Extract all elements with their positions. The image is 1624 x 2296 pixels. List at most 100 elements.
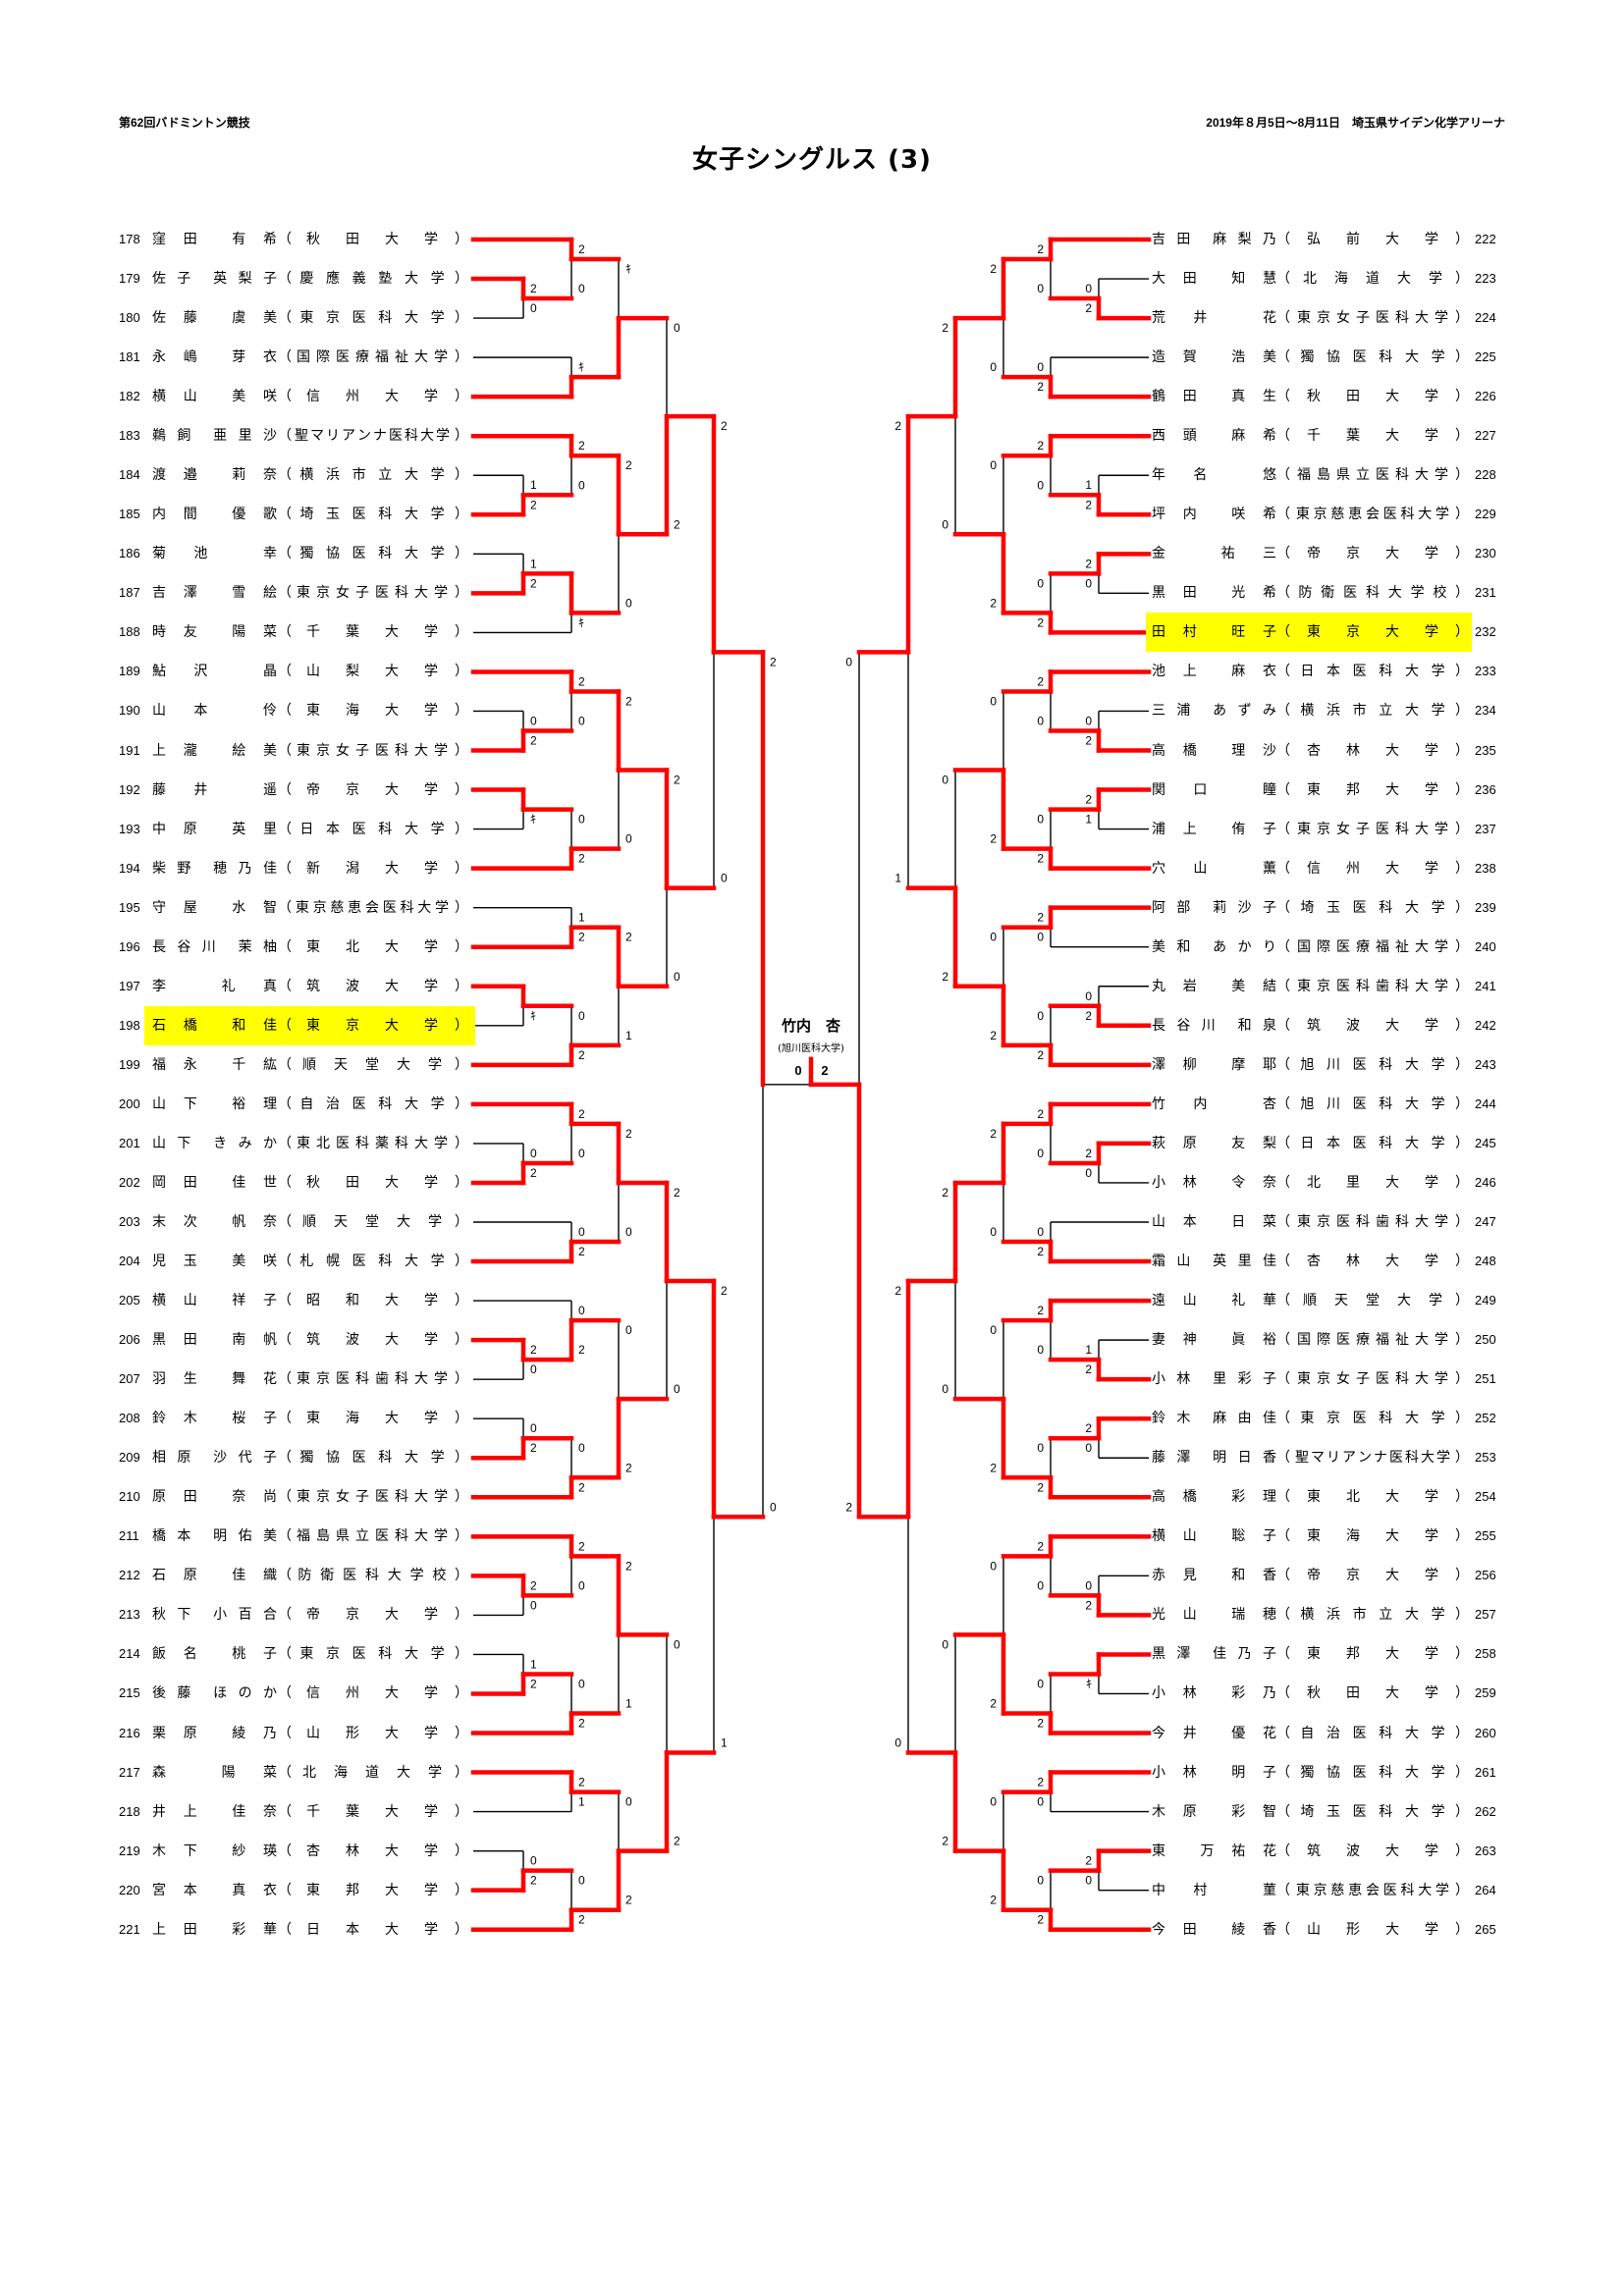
player-name: 鵜飼亜里沙 [152,426,277,446]
score-label: 2 [625,1559,632,1573]
name-char: 旺 [1231,624,1246,641]
paren-close: ） [455,507,468,523]
name-char: 乃 [238,860,252,877]
name-char: 陽 [232,624,246,641]
school-char: 学 [424,1725,438,1741]
school-char: 学 [424,1332,438,1349]
school-char: 大 [1385,1489,1399,1506]
paren-close: ） [1455,1411,1469,1427]
score-label: 0 [990,1323,997,1337]
name-char: 亜 [213,428,228,445]
school-char: 大 [1385,428,1399,445]
school-char: 科 [1379,664,1393,680]
score-label: 0 [578,715,585,728]
player-number: 246 [1475,1174,1496,1190]
score-label: 2 [530,1441,537,1455]
school-char: 山 [1307,1921,1321,1938]
school-char: 埼 [299,507,314,523]
name-char: 祐 [1220,546,1235,562]
name-char: 絵 [263,585,277,602]
player-number: 228 [1475,467,1496,483]
player-name: 光山瑞穂 [1152,1605,1276,1625]
score-label: 2 [1085,1854,1092,1868]
school-char: 堂 [365,1056,379,1073]
school-char: 川 [1326,1095,1340,1112]
score-label: 2 [1085,793,1092,807]
school-char: 科 [1395,1214,1409,1230]
school-char: 科 [378,1450,393,1467]
school-char: 塾 [378,271,393,288]
score-label: 1 [625,1697,632,1711]
school-char: 札 [299,1254,314,1270]
school-char: 医 [352,1254,366,1270]
name-char: 桃 [232,1646,246,1663]
paren-open: （ [1276,349,1290,366]
score-label: 0 [942,774,948,787]
name-char: 阿 [1152,899,1165,916]
paren-close: ） [455,1607,468,1624]
school-char: 医 [343,1568,357,1584]
school-char: 科 [1379,1803,1393,1820]
paren-open: （ [1276,1135,1290,1151]
paren-close: ） [1455,507,1469,523]
paren-open: （ [1276,703,1290,720]
player-name: 橋本明佑美 [152,1526,277,1546]
paren-open: （ [278,664,292,680]
player-name: 西頭麻希 [1152,426,1276,446]
name-char: 智 [1263,1803,1276,1820]
paren-close: ） [455,349,468,366]
paren-open: （ [278,428,292,445]
name-char: ず [1237,703,1252,720]
name-char: 上 [1182,821,1197,837]
school-char: 福 [297,1528,310,1545]
name-char: 菜 [262,1764,277,1781]
paren-close: ） [1455,1095,1469,1112]
school-char: 島 [1317,467,1330,484]
score-label: 2 [578,1480,585,1494]
name-char: 横 [1152,1528,1165,1545]
school-char: 学 [434,585,448,602]
player-number: 223 [1475,271,1496,287]
paren-open: （ [1276,938,1290,955]
player-school: 北海道大学 [294,1763,451,1783]
school-char: 京 [1317,978,1330,994]
player-number: 254 [1475,1489,1496,1505]
name-char: 帆 [232,1214,246,1230]
name-char: 日 [1237,1450,1252,1467]
name-char: 奈 [232,1489,246,1506]
player-number: 219 [119,1842,140,1858]
name-char: 聡 [1231,1528,1246,1545]
school-char: 梨 [346,664,359,680]
player-school: 秋田大学 [294,230,451,249]
name-char: 真 [262,978,277,994]
school-char: 学 [428,1056,442,1073]
name-char: 森 [152,1764,166,1781]
school-char: 学 [1431,1764,1445,1781]
paren-close: ） [1455,860,1469,877]
school-char: 医 [1336,938,1350,955]
school-char: 和 [346,1293,359,1309]
school-char: 会 [1365,1882,1380,1898]
school-char: 大 [404,271,418,288]
champion-name: 竹内 杏 [781,1017,840,1035]
school-char: 学 [1431,899,1445,916]
name-char: 真 [1231,389,1246,405]
school-char: 医 [352,1646,366,1663]
school-char: 邦 [1346,781,1360,798]
name-char: 李 [152,978,166,994]
paren-open: （ [278,1174,292,1191]
name-char: 田 [1152,624,1165,641]
